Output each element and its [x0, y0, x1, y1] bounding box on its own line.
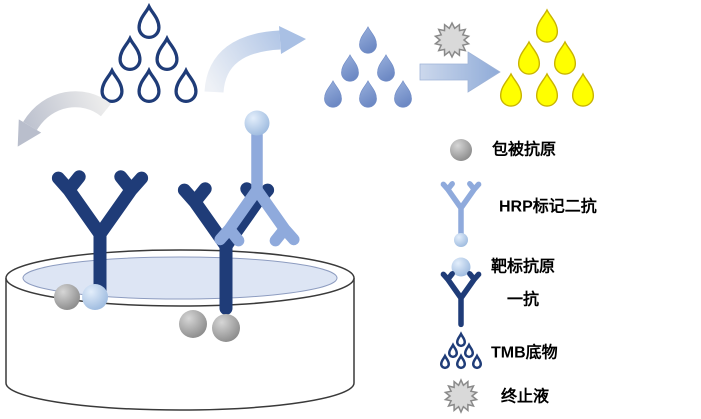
curved-arrow-right [204, 26, 306, 94]
legend-label: TMB底物 [491, 343, 558, 362]
droplet-icon [447, 343, 459, 359]
target-antigen-sphere-icon [451, 257, 471, 277]
droplet-icon [323, 80, 343, 108]
droplet-icon [340, 54, 360, 82]
antibody-complex-center [179, 110, 294, 342]
coated-antigen-sphere-icon [54, 284, 80, 310]
blue-substrate-droplet-cluster [323, 26, 413, 108]
tmb-substrate-droplet-cluster [100, 4, 198, 104]
droplet-icon [439, 354, 451, 370]
droplet-icon [137, 68, 161, 104]
yellow-product-droplet-cluster [499, 9, 595, 107]
legend-item: 一抗 [443, 274, 539, 325]
legend-item: 终止液 [443, 378, 550, 414]
hrp-ball-icon [244, 110, 270, 136]
droplet-icon [358, 26, 378, 54]
droplet-icon [174, 68, 198, 104]
legend-label: HRP标记二抗 [499, 197, 597, 216]
droplet-icon [517, 41, 541, 75]
droplet-icon [358, 80, 378, 108]
droplet-icon [535, 73, 559, 107]
reaction-arrow [419, 51, 501, 93]
hrp-secondary-antibody-icon [443, 184, 478, 235]
droplet-icon [100, 68, 124, 104]
droplet-icon [118, 36, 142, 72]
droplet-icon [499, 73, 523, 107]
stop-solution-starburst-icon [433, 21, 471, 59]
coated-antigen-sphere-icon [450, 139, 472, 161]
arrowhead-icon [17, 119, 42, 147]
wash-curved-arrow-left [17, 91, 112, 147]
microwell-dish [5, 249, 355, 411]
droplet-icon [463, 343, 475, 359]
tmb-substrate-droplets-icon [439, 332, 483, 370]
coated-antigen-sphere-icon [212, 314, 240, 342]
legend-item: 包被抗原 [450, 139, 556, 161]
legend-item: HRP标记二抗 [443, 184, 597, 247]
coated-antigen-sphere-icon [179, 310, 207, 338]
droplet-icon [571, 73, 595, 107]
primary-antibody-left-group [54, 177, 142, 310]
legend: 包被抗原 HRP标记二抗 靶标抗原 一抗 TMB底物 [439, 139, 597, 414]
droplet-icon [553, 41, 577, 75]
dish-body [5, 278, 355, 411]
droplet-icon [155, 36, 179, 72]
legend-label: 一抗 [507, 290, 539, 309]
legend-label: 终止液 [501, 387, 550, 406]
droplet-icon [137, 4, 161, 40]
primary-antibody-icon [443, 274, 478, 325]
hrp-secondary-antibody-icon [220, 135, 294, 241]
droplet-icon [376, 54, 396, 82]
hrp-ball-icon [454, 233, 468, 247]
target-antigen-sphere-icon [82, 284, 108, 310]
arrowhead-icon [279, 26, 306, 54]
droplet-icon [535, 9, 559, 43]
droplet-icon [455, 354, 467, 370]
legend-label: 包被抗原 [492, 140, 556, 159]
droplet-icon [471, 354, 483, 370]
legend-item: 靶标抗原 [451, 257, 555, 277]
legend-label: 靶标抗原 [491, 257, 555, 276]
stop-solution-starburst-icon [443, 378, 479, 414]
droplet-icon [455, 332, 467, 348]
legend-item: TMB底物 [439, 332, 558, 370]
droplet-icon [393, 80, 413, 108]
